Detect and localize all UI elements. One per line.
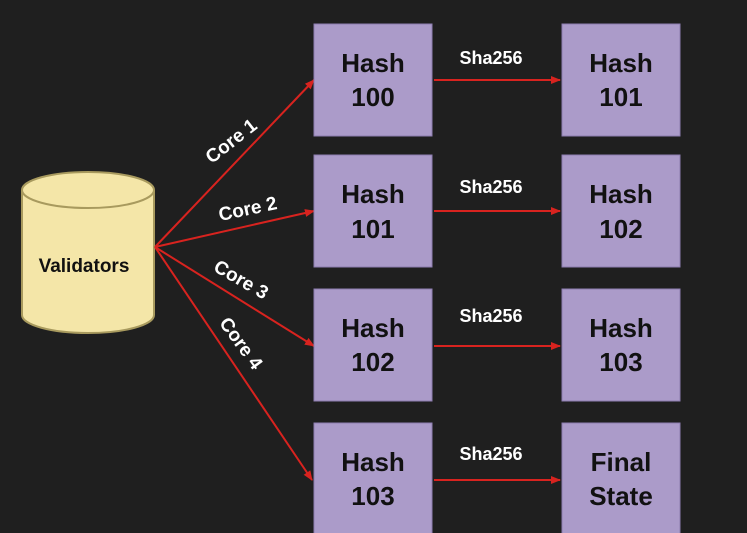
hash-box-right-line2: 102 xyxy=(599,214,642,244)
hash-row-1: Hash 100 Sha256 Hash 101 xyxy=(313,23,681,137)
hash-box-left xyxy=(313,154,433,268)
core-4-arrow xyxy=(154,246,313,481)
core-1-label: Core 1 xyxy=(202,115,262,168)
hash-box-right-line1: Hash xyxy=(589,179,653,209)
hash-box-right-line1: Hash xyxy=(589,313,653,343)
core-4-label: Core 4 xyxy=(215,314,267,375)
hash-row-2: Hash 101 Sha256 Hash 102 xyxy=(313,154,681,268)
hash-box-right-line2: 101 xyxy=(599,82,642,112)
hash-box-right-line1: Hash xyxy=(589,48,653,78)
hash-box-right-line2: 103 xyxy=(599,347,642,377)
final-state-line2: State xyxy=(589,481,653,511)
hash-box-left-line1: Hash xyxy=(341,313,405,343)
core-2-arrow xyxy=(154,209,315,248)
sha256-label: Sha256 xyxy=(459,177,522,197)
hash-box-left xyxy=(313,288,433,402)
cylinder-top xyxy=(21,171,155,209)
hash-row-3: Hash 102 Sha256 Hash 103 xyxy=(313,288,681,402)
final-state-box xyxy=(561,422,681,533)
hash-box-left xyxy=(313,23,433,137)
hash-box-right xyxy=(561,154,681,268)
sha256-label: Sha256 xyxy=(459,306,522,326)
hash-box-left-line2: 103 xyxy=(351,481,394,511)
validators-database: Validators xyxy=(21,171,155,334)
hash-box-left-line1: Hash xyxy=(341,179,405,209)
core-3-label: Core 3 xyxy=(210,256,272,304)
hash-box-left-line1: Hash xyxy=(341,48,405,78)
cylinder-body xyxy=(21,190,155,334)
hash-box-left-line2: 100 xyxy=(351,82,394,112)
core-arrows xyxy=(154,79,315,481)
hash-box-left-line1: Hash xyxy=(341,447,405,477)
database-label: Validators xyxy=(39,256,130,277)
sha256-label: Sha256 xyxy=(459,48,522,68)
hash-box-right xyxy=(561,288,681,402)
core-3-arrow xyxy=(154,246,315,347)
hash-box-right xyxy=(561,23,681,137)
hash-box-left xyxy=(313,422,433,533)
hash-box-left-line2: 101 xyxy=(351,214,394,244)
hash-box-left-line2: 102 xyxy=(351,347,394,377)
final-state-line1: Final xyxy=(591,447,652,477)
sha256-label: Sha256 xyxy=(459,444,522,464)
hash-row-4: Hash 103 Sha256 Final State xyxy=(313,422,681,533)
core-1-arrow xyxy=(154,79,315,248)
